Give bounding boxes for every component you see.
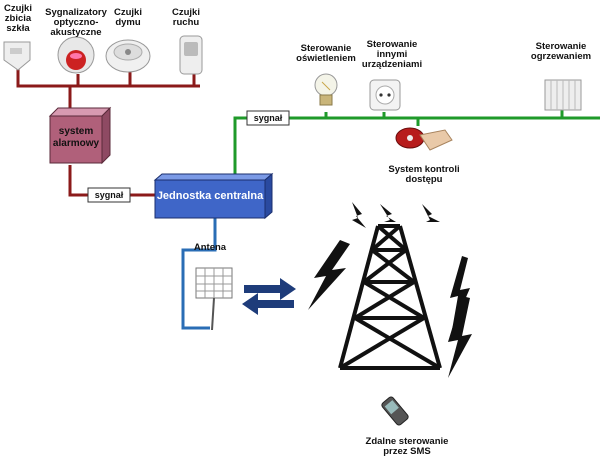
access-control-icon [395,127,453,151]
device-control-label: Sterowanie innymi urządzeniami [361,39,423,70]
power-socket-icon [369,79,401,111]
antenna-label: Antena [193,242,227,253]
radio-wave-icons [308,202,472,378]
alarm-system-label: system alarmowy [52,126,100,149]
glass-break-sensor-label: Czujki zbicia szkła [4,3,32,34]
glass-break-sensor-icon [3,41,31,71]
motion-sensor-icon [179,35,203,75]
signal-box-left [87,187,131,203]
heating-control-label: Sterowanie ogrzewaniem [530,41,592,62]
siren-label: Sygnalizatory optyczno- akustyczne [45,7,107,38]
antenna-cable [181,218,217,330]
lighting-control-label: Sterowanie oświetleniem [296,43,356,64]
antenna-dish-icon [195,267,233,331]
radiator-icon [544,79,582,111]
signal-label-top: sygnał [253,113,283,123]
smoke-detector-label: Czujki dymu [114,7,142,28]
motion-sensor-label: Czujki ruchu [172,7,200,28]
smoke-detector-icon [105,39,151,73]
device-bus-lines [233,110,600,175]
transfer-arrows [242,278,296,315]
sms-control-label: Zdalne sterowanie przez SMS [365,436,449,457]
light-bulb-icon [314,73,338,106]
transmission-tower-icon [338,224,442,370]
siren-icon [57,36,95,74]
access-control-label: System kontroli dostępu [388,164,460,185]
signal-label-left: sygnał [94,190,124,200]
central-unit-label: Jednostka centralna [156,190,264,202]
alarm-system-box [48,106,112,165]
mobile-phone-icon [381,396,409,426]
signal-box-top [246,110,290,126]
central-unit-box [153,172,274,220]
